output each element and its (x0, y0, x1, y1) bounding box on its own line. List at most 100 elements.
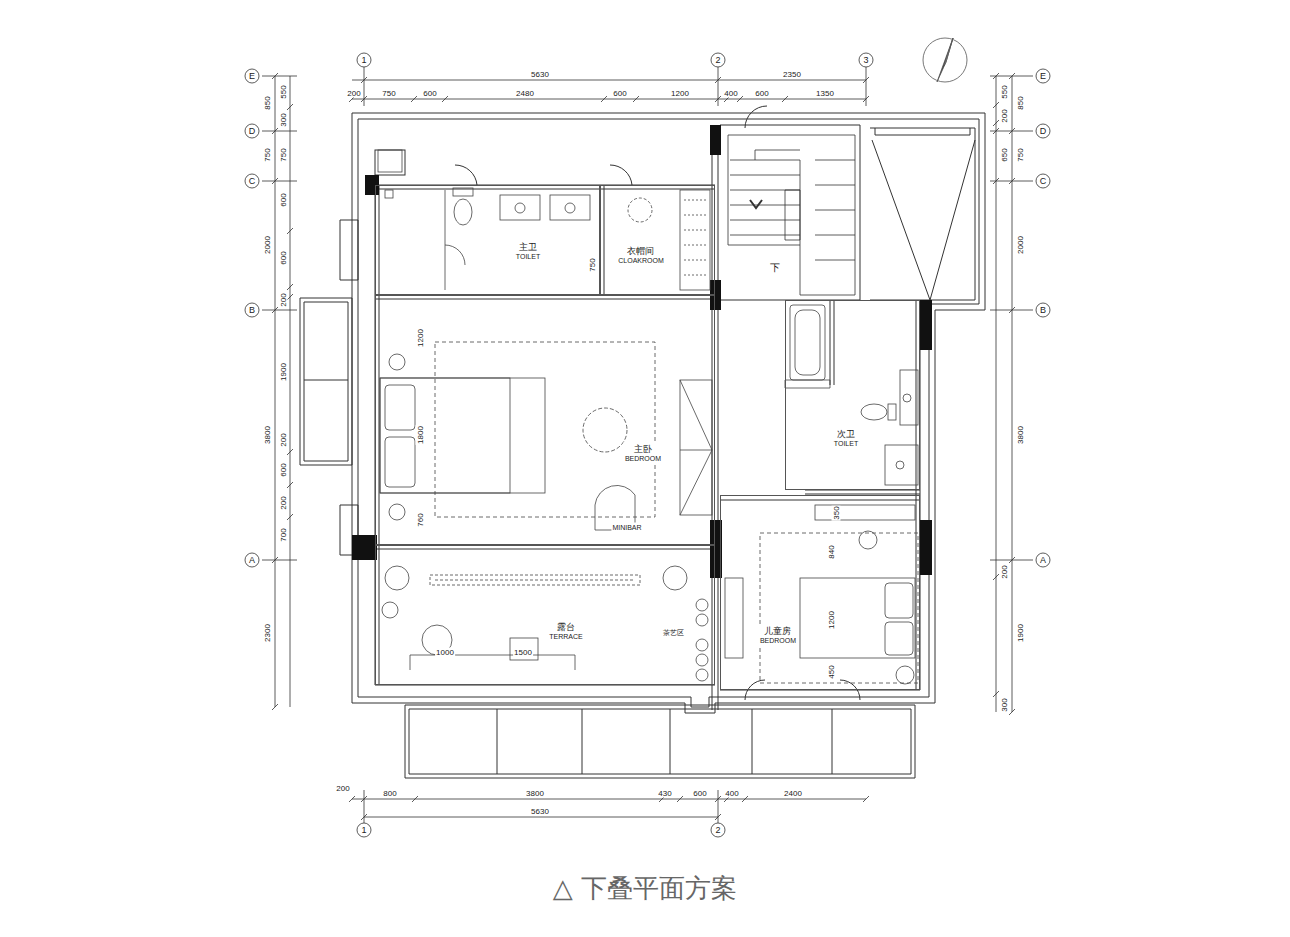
room-outline: 主卧BEDROOM (375, 295, 715, 545)
columns (352, 125, 932, 578)
fixtures-part (410, 655, 575, 670)
fixtures-part (815, 505, 915, 520)
room-name-en: CLOAKROOM (618, 257, 664, 265)
axis-bubbles-part (711, 53, 725, 67)
fixtures-part (389, 504, 405, 520)
room-label: 衣帽间CLOAKROOM (616, 245, 666, 266)
dimension-text: 2300 (263, 623, 272, 643)
dimension-lines-part (262, 310, 297, 311)
dimension-text: 700 (279, 527, 288, 542)
dimension-lines-part (262, 181, 297, 182)
room-name: 主卫 (519, 242, 537, 253)
plan-note: 下 (769, 263, 781, 272)
fixtures-part (696, 614, 708, 626)
dimension-lines-part (364, 66, 365, 106)
dimension-text: 300 (279, 112, 288, 127)
fixtures-part (430, 575, 640, 585)
axis-bubbles-part (357, 823, 371, 837)
room-label: 露台TERRACE (547, 621, 584, 642)
interior-walls (375, 106, 975, 710)
dimension-text: 600 (279, 192, 288, 207)
dimension-text: 200 (279, 292, 288, 307)
fixtures-part (382, 602, 398, 618)
dimension-text: 850 (263, 95, 272, 110)
dimension-text: 1900 (279, 362, 288, 382)
dimension-lines-part (262, 560, 297, 561)
dimension-lines-part (349, 77, 869, 102)
dimension-text: 850 (1016, 95, 1025, 110)
fixtures-part (515, 203, 525, 213)
dimension-text: 350 (832, 505, 841, 520)
dimension-text: 600 (279, 462, 288, 477)
fixtures-part (550, 195, 590, 220)
plan-note: 茶艺区 (662, 628, 685, 637)
dimension-lines-part (1012, 76, 1013, 712)
columns-part (920, 300, 932, 350)
room-name-en: TOILET (516, 253, 540, 261)
axis-number: B (248, 306, 256, 315)
dimension-text: 1200 (670, 89, 690, 98)
outer-walls (300, 113, 985, 778)
dimension-text: 600 (612, 89, 627, 98)
dimension-text: 1500 (513, 648, 533, 657)
axis-number: A (1039, 556, 1047, 565)
dimension-text: 400 (724, 789, 739, 798)
fixtures-part (385, 437, 415, 487)
compass (923, 38, 967, 82)
fixtures-part (378, 150, 402, 172)
dimension-text: 840 (827, 544, 836, 559)
dimension-lines-part (352, 799, 866, 800)
outer-walls-part (358, 119, 979, 707)
dimension-text: 1000 (435, 648, 455, 657)
dimension-text: 5630 (530, 807, 550, 816)
stair-part (728, 135, 855, 295)
dimension-text: 550 (279, 84, 288, 99)
fixtures-part (380, 378, 545, 493)
dimension-text: 1350 (815, 89, 835, 98)
axis-number: C (248, 177, 257, 186)
dimension-text: 2350 (782, 70, 802, 79)
fixtures-part (385, 385, 415, 430)
dimension-text: 200 (335, 784, 350, 793)
fixtures-part (861, 404, 887, 420)
axis-number: A (248, 556, 256, 565)
outer-walls-part (375, 150, 405, 175)
columns-part (352, 535, 377, 560)
dimension-text: 800 (382, 789, 397, 798)
fixtures-part (380, 378, 510, 493)
fixtures-part (583, 408, 627, 452)
dimension-lines-part (996, 76, 997, 712)
dimension-lines-part (290, 76, 291, 707)
dimension-text: 600 (754, 89, 769, 98)
interior-walls-part (375, 185, 715, 685)
room-name: 露台 (557, 622, 575, 633)
dimension-lines (262, 66, 1033, 823)
fixtures-part (800, 578, 915, 658)
axis-bubbles-part (711, 823, 725, 837)
fixtures-part (696, 599, 708, 611)
compass-part (944, 38, 953, 66)
dimension-text: 600 (279, 250, 288, 265)
room-name: 主卧 (634, 444, 652, 455)
room-name-en: TERRACE (549, 633, 582, 641)
fixtures-part (785, 380, 830, 388)
fixtures-part (435, 342, 655, 517)
fixtures-part (859, 531, 877, 549)
interior-walls-part (375, 545, 715, 685)
fixtures-part (795, 310, 820, 375)
dimension-text: 750 (588, 257, 597, 272)
dimension-text: 200 (279, 432, 288, 447)
plan-note: MINIBAR (611, 523, 642, 532)
axis-bubbles-part (245, 69, 259, 83)
fixtures-part (454, 199, 472, 225)
fixtures-part (896, 461, 904, 469)
fixtures-part (680, 190, 710, 290)
stair-part (730, 150, 855, 260)
dimension-text: 750 (1016, 147, 1025, 162)
dimension-text: 750 (263, 147, 272, 162)
axis-number: 1 (360, 56, 367, 65)
dimension-text: 2400 (783, 789, 803, 798)
room-label: 次卫TOILET (832, 428, 860, 449)
